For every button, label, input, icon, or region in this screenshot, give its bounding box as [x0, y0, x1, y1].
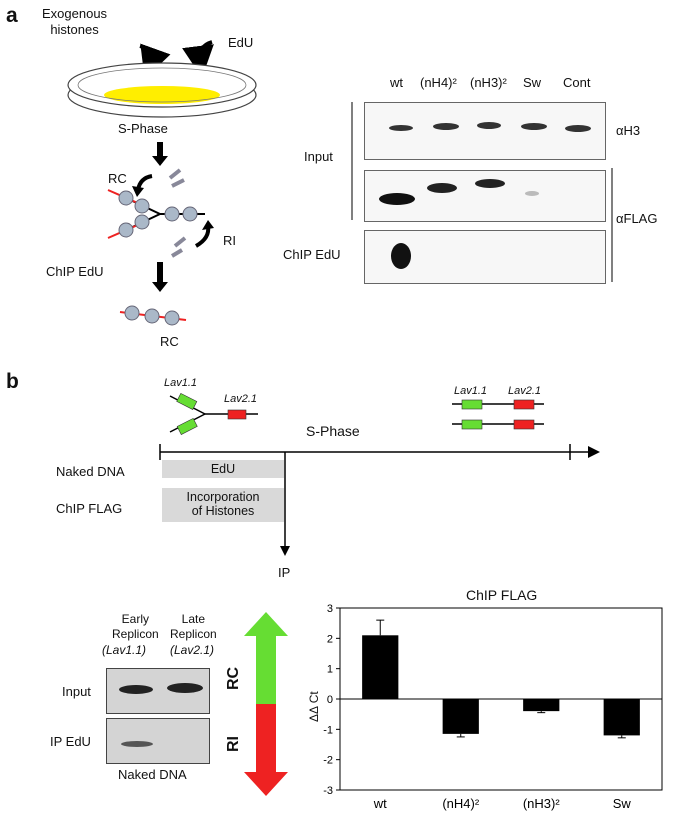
blot-chip-edu-label: ChIP EdU	[283, 247, 341, 262]
blot-h3-panel	[364, 102, 606, 160]
bar-1	[442, 699, 479, 734]
ah3-label: αH3	[616, 123, 641, 138]
y-tick-label: -1	[323, 724, 333, 736]
lane-label-wt: wt	[390, 75, 403, 90]
blot-flag-input-panel	[364, 170, 606, 222]
edu-box: EdU	[162, 460, 284, 478]
exogenous-histones-label: Exogenous histones	[42, 6, 108, 37]
gel-ip-edu-label: IP EdU	[50, 734, 91, 749]
y-tick-label: 1	[327, 664, 333, 676]
y-tick-label: 0	[327, 694, 333, 706]
replication-fork-icon	[107, 189, 205, 239]
early-locus-label: (Lav1.1)	[102, 643, 147, 657]
lav21-right-label: Lav2.1	[508, 385, 542, 397]
y-tick-label: 3	[327, 603, 333, 615]
y-tick-label: 2	[327, 633, 333, 645]
lane-label-cont: Cont	[563, 75, 591, 90]
edu-label: EdU	[228, 35, 254, 50]
rc-bottom-label: RC	[160, 334, 179, 349]
chip-flag-label: ChIP FLAG	[56, 501, 123, 516]
lane-label-nh3: (nH3)²	[470, 75, 507, 90]
curved-arrow-icon	[139, 43, 171, 80]
replicating-dna-icon	[169, 392, 258, 435]
lav21-label: Lav2.1	[224, 393, 258, 405]
blot-input-label: Input	[304, 149, 333, 164]
ri-label: RI	[223, 233, 236, 248]
x-tick-label: wt	[373, 796, 387, 811]
late-replicon-label: Late Replicon	[170, 612, 217, 641]
lane-label-nh4: (nH4)²	[420, 75, 457, 90]
bar-0	[362, 635, 399, 699]
curved-arrow-icon	[182, 40, 214, 78]
ip-label: IP	[278, 565, 291, 580]
chromatin-fragment-icon	[119, 305, 187, 326]
blot-chip-edu-panel	[364, 230, 606, 284]
bar-2	[523, 699, 560, 712]
y-tick-label: -2	[323, 755, 333, 767]
free-histone-icon	[168, 168, 187, 258]
y-tick-label: -3	[323, 785, 333, 797]
petri-dish-icon	[67, 62, 257, 118]
lane-label-sw: Sw	[523, 75, 542, 90]
panel-a-label: a	[6, 4, 18, 27]
chart-title: ChIP FLAG	[466, 587, 538, 603]
early-replicon-label: Early Replicon	[112, 612, 159, 641]
lav11-right-label: Lav1.1	[454, 385, 488, 397]
timeline-s-phase-label: S-Phase	[306, 423, 360, 439]
gel-caption: Naked DNA	[118, 767, 187, 782]
replicated-dna-icon	[452, 399, 544, 430]
aflag-label: αFLAG	[616, 211, 658, 226]
gel-ip-panel	[106, 718, 210, 764]
lav11-label: Lav1.1	[164, 377, 198, 389]
late-locus-label: (Lav2.1)	[170, 643, 215, 657]
ip-arrow-icon	[280, 546, 290, 556]
rc-label: RC	[108, 171, 127, 186]
x-tick-label: Sw	[613, 796, 632, 811]
gel-input-panel	[106, 668, 210, 714]
timeline-arrow-icon	[588, 446, 600, 458]
naked-dna-label: Naked DNA	[56, 464, 125, 479]
s-phase-label: S-Phase	[118, 121, 168, 136]
bar-3	[603, 699, 640, 736]
incorporation-box: Incorporation of Histones	[162, 488, 284, 522]
gel-input-label: Input	[62, 684, 91, 699]
x-tick-label: (nH3)²	[523, 796, 561, 811]
panel-b-label: b	[6, 370, 19, 393]
x-tick-label: (nH4)²	[442, 796, 480, 811]
chip-edu-label: ChIP EdU	[46, 264, 104, 279]
